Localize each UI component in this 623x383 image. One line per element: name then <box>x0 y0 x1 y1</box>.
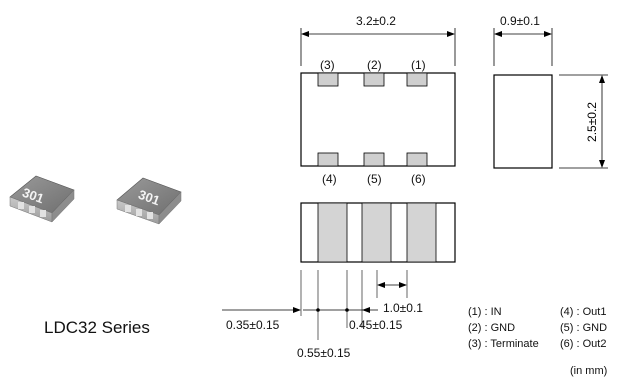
width-dimension-line <box>559 74 608 169</box>
pad-6 <box>406 152 428 167</box>
thickness-label: 0.9±0.1 <box>500 14 540 28</box>
legend-pin-6: (6) : Out2 <box>560 338 607 350</box>
pitch-label: 1.0±0.1 <box>383 301 423 315</box>
pad-2 <box>363 72 385 87</box>
pad-5 <box>363 152 385 167</box>
bottom-extension-lines <box>300 270 408 340</box>
legend-pin-4: (4) : Out1 <box>560 306 607 318</box>
chip-photo-2: 301 <box>116 177 182 225</box>
bottom-terminal-3 <box>406 202 437 263</box>
length-label: 3.2±0.2 <box>356 14 396 28</box>
top-view-body <box>300 72 456 167</box>
thickness-dimension-line <box>493 28 553 66</box>
legend-pin-2: (2) : GND <box>468 322 516 334</box>
pad-number-1: (1) <box>411 58 426 72</box>
bottom-terminal-1 <box>317 202 348 263</box>
chip-2-marking: 301 <box>136 187 162 209</box>
pad-width-label: 0.55±0.15 <box>297 346 351 360</box>
edge-offset-label: 0.35±0.15 <box>226 318 280 332</box>
pad-1 <box>406 72 428 87</box>
length-dimension-line <box>300 28 456 66</box>
pad-number-3: (3) <box>320 58 335 72</box>
unit-note: (in mm) <box>570 365 608 377</box>
legend-pin-1: (1) : IN <box>468 306 502 318</box>
legend-pin-3: (3) : Terminate <box>468 338 539 350</box>
pad-number-5: (5) <box>367 172 382 186</box>
width-label: 2.5±0.2 <box>585 102 599 142</box>
pad-gap-label: 0.45±0.15 <box>349 318 403 332</box>
chip-photo-1: 301 <box>9 175 75 223</box>
chip-1-marking: 301 <box>20 185 46 207</box>
pad-number-4: (4) <box>322 172 337 186</box>
pad-number-2: (2) <box>367 58 382 72</box>
side-view-body <box>493 74 553 169</box>
pad-4 <box>317 152 339 167</box>
pad-3 <box>317 72 339 87</box>
series-label: LDC32 Series <box>44 318 150 337</box>
legend-pin-5: (5) : GND <box>560 322 608 334</box>
bottom-terminal-2 <box>361 202 392 263</box>
pad-number-6: (6) <box>411 172 426 186</box>
